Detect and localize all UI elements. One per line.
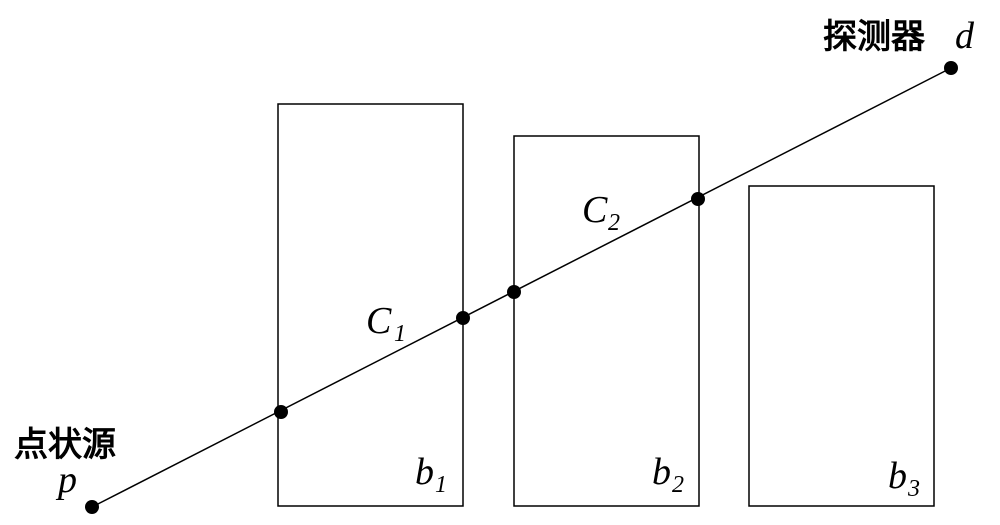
chord-label-c1: C (366, 300, 392, 342)
exit-point-b1 (456, 311, 470, 325)
entry-point-b1 (274, 405, 288, 419)
block-label-b2: b (652, 451, 671, 493)
block-sub-b3: 3 (907, 476, 920, 502)
chord-sub-c1: 1 (394, 321, 406, 347)
block-b2 (513, 135, 700, 507)
source-point (85, 500, 99, 514)
entry-point-b2 (507, 285, 521, 299)
block-label-b1: b (415, 451, 434, 493)
source-symbol: p (55, 459, 77, 501)
block-sub-b1: 1 (435, 472, 447, 498)
detector-label: 探测器 (823, 17, 926, 57)
detector-symbol: d (955, 15, 975, 57)
block-b1 (277, 103, 464, 507)
chord-sub-c2: 2 (608, 210, 620, 236)
block-sub-b2: 2 (672, 472, 684, 498)
ray-line (91, 67, 952, 508)
detector-point (944, 61, 958, 75)
block-label-b3: b (888, 455, 907, 497)
exit-point-b2 (691, 192, 705, 206)
chord-label-c2: C (582, 189, 608, 231)
source-label: 点状源 (14, 425, 116, 465)
block-b3 (748, 185, 935, 507)
